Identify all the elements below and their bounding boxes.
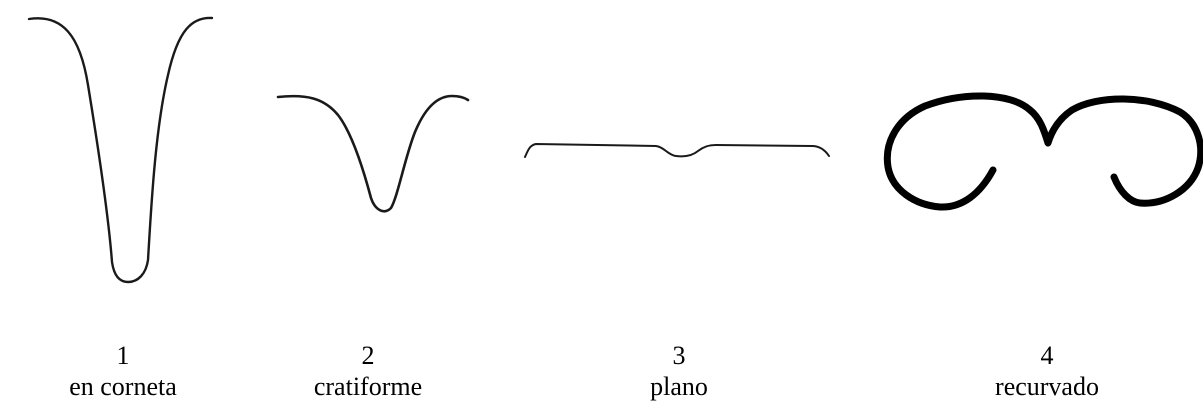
figure-label-1: en corneta xyxy=(69,372,177,401)
figure-number-4: 4 xyxy=(1040,341,1054,370)
figure-label-2: cratiforme xyxy=(313,372,423,401)
trumpet-profile-icon xyxy=(27,16,214,284)
caption-3: 3 plano xyxy=(579,340,779,402)
recurved-profile-icon xyxy=(883,92,1203,211)
caption-4: 4 recurvado xyxy=(947,340,1147,402)
crater-profile-icon xyxy=(276,94,470,213)
caption-1: 1 en corneta xyxy=(23,340,223,402)
figure-number-3: 3 xyxy=(672,341,686,370)
figure-number-2: 2 xyxy=(361,341,375,370)
caption-2: 2 cratiforme xyxy=(268,340,468,402)
figure-label-3: plano xyxy=(650,372,708,401)
flat-profile-icon xyxy=(524,143,830,158)
figure-label-4: recurvado xyxy=(995,372,1099,401)
figure-number-1: 1 xyxy=(116,341,130,370)
